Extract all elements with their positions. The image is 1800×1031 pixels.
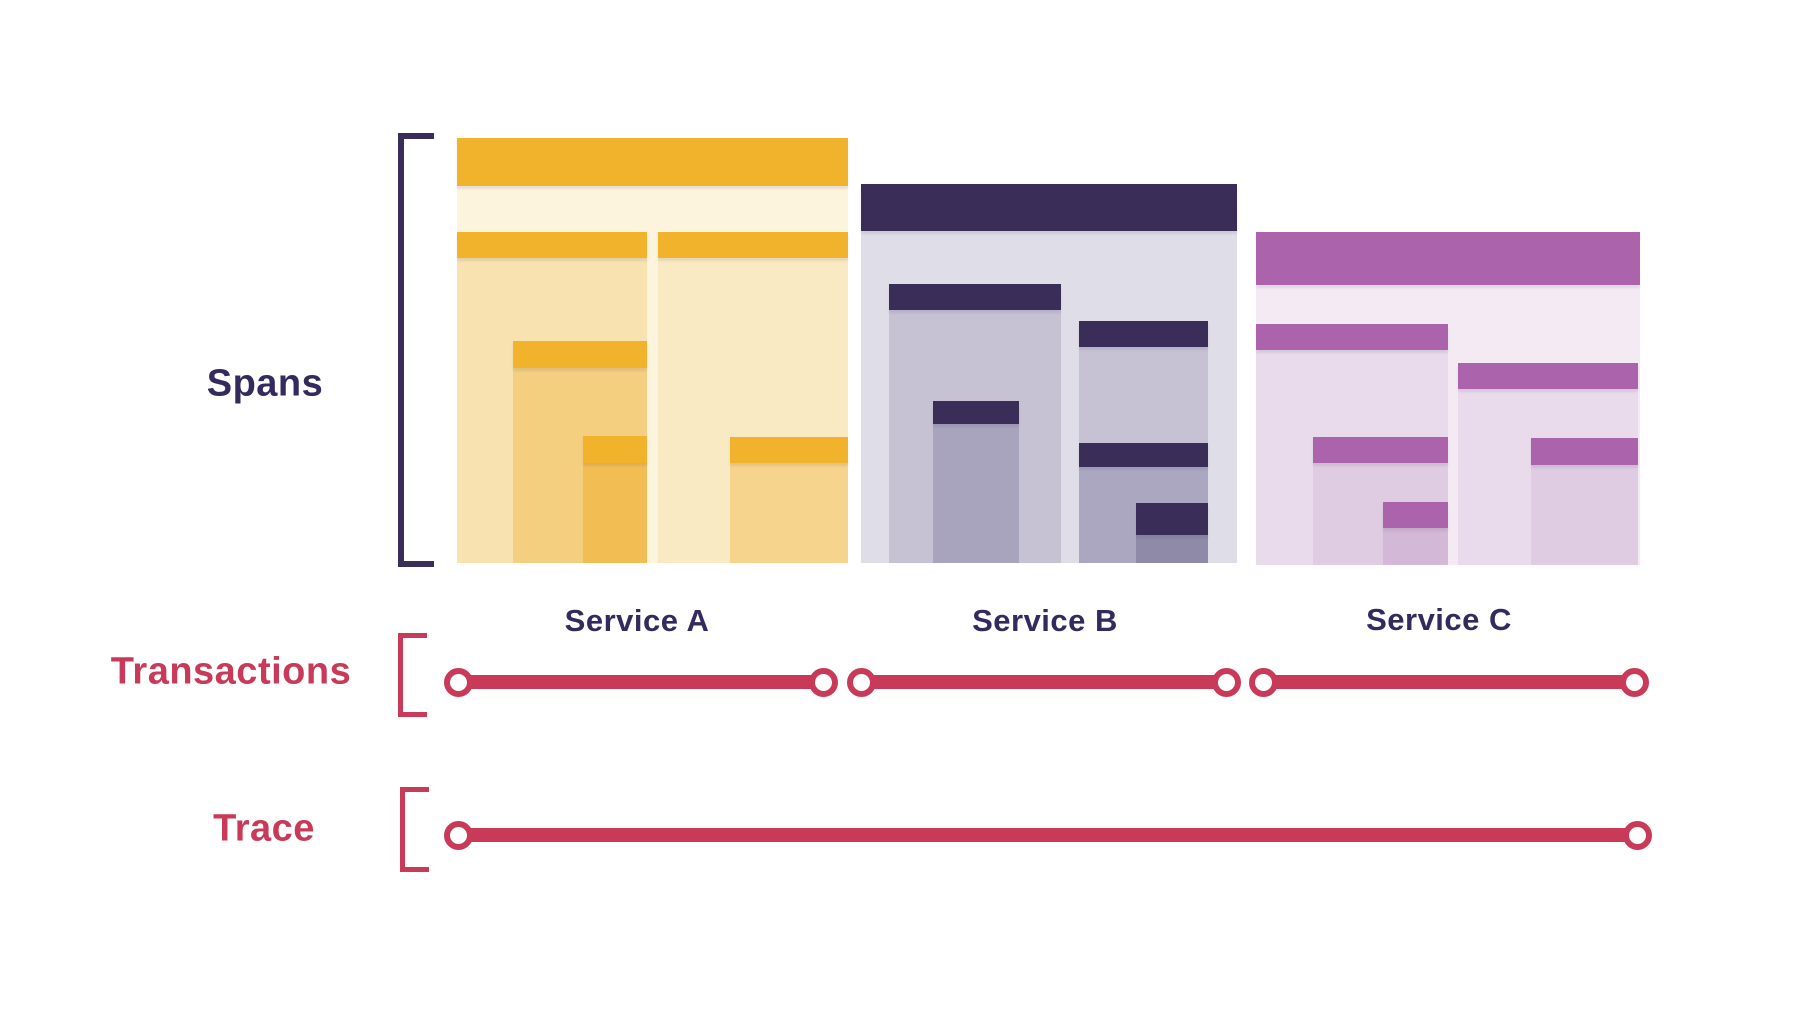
span-bar (1313, 437, 1448, 463)
span-body (1136, 535, 1208, 563)
span-bar (889, 284, 1061, 310)
transaction-endpoint-circle (808, 667, 838, 697)
trace-line (458, 828, 1637, 842)
service-label-3: Service C (1366, 602, 1512, 637)
transactions-label: Transactions (110, 650, 352, 693)
span-body (933, 424, 1019, 563)
span-bar (933, 401, 1019, 424)
transaction-line (1263, 675, 1634, 689)
transaction-endpoint-circle (1248, 667, 1278, 697)
service-label-2: Service B (972, 603, 1118, 638)
span-bar (513, 341, 647, 368)
span-bar (1383, 502, 1448, 528)
span-bar (1079, 321, 1208, 347)
service-label-1: Service A (564, 603, 710, 638)
span-bar (457, 232, 647, 258)
span-bar (457, 138, 848, 186)
transaction-line (861, 675, 1226, 689)
transactions-bracket (398, 633, 427, 717)
transaction-line (458, 675, 823, 689)
trace-label: Trace (213, 807, 315, 850)
span-bar (1531, 438, 1638, 465)
span-bar (1256, 324, 1448, 350)
span-bar (1256, 232, 1640, 285)
spans-bracket (398, 133, 434, 567)
span-body (583, 463, 647, 563)
span-bar (1136, 503, 1208, 535)
span-bar (861, 184, 1237, 231)
trace-endpoint-circle (1622, 820, 1652, 850)
span-bar (1458, 363, 1638, 389)
span-bar (730, 437, 848, 463)
trace-endpoint-circle (443, 820, 473, 850)
transaction-endpoint-circle (1619, 667, 1649, 697)
transaction-endpoint-circle (846, 667, 876, 697)
span-body (1383, 528, 1448, 565)
span-body (1531, 465, 1638, 565)
span-bar (583, 436, 647, 463)
trace-bracket (400, 787, 429, 872)
transaction-endpoint-circle (443, 667, 473, 697)
span-bar (1079, 443, 1208, 467)
transaction-endpoint-circle (1211, 667, 1241, 697)
span-bar (658, 232, 848, 258)
span-body (730, 463, 848, 563)
spans-label: Spans (206, 362, 324, 405)
